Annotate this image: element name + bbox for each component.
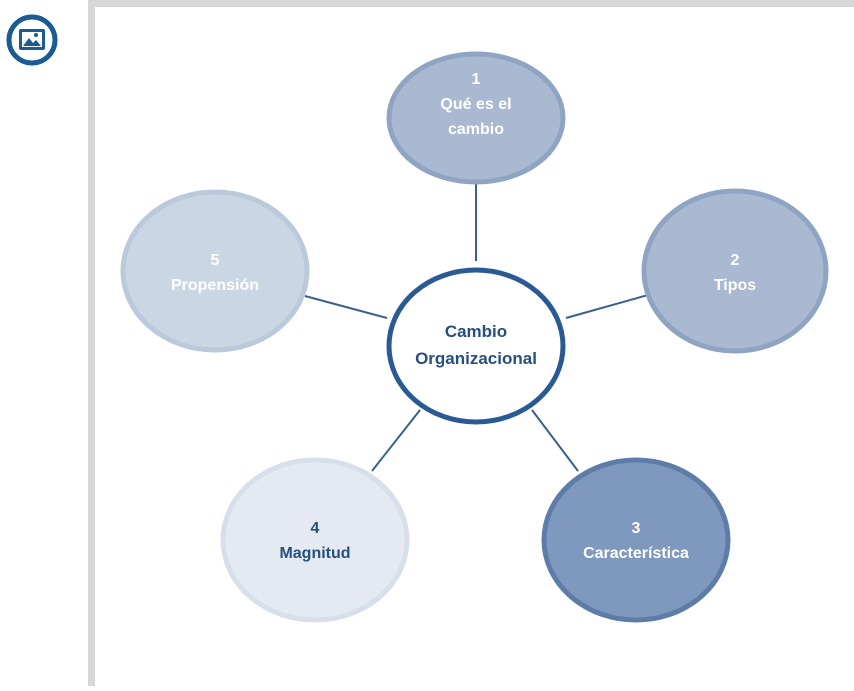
center-label-line1: Cambio: [445, 322, 507, 341]
node-2-number: 2: [731, 252, 740, 269]
center-node: Cambio Organizacional: [386, 267, 566, 425]
image-icon: [5, 13, 59, 67]
connectors: [304, 182, 649, 472]
node-1-label-line1: Qué es el: [440, 96, 511, 113]
node-5-label: Propensión: [171, 277, 259, 294]
node-5: 5 Propensión: [120, 189, 310, 353]
node-3-label: Característica: [583, 545, 689, 562]
node-1-number: 1: [472, 71, 481, 88]
node-2: 2 Tipos: [641, 188, 829, 354]
node-1: 1 Qué es el cambio: [386, 51, 566, 185]
node-3-number: 3: [632, 520, 641, 537]
node-4-number: 4: [311, 520, 320, 537]
node-4-label: Magnitud: [279, 545, 350, 562]
node-4: 4 Magnitud: [220, 457, 410, 623]
node-1-label-line2: cambio: [448, 121, 504, 138]
node-3: 3 Característica: [541, 457, 731, 623]
center-label-line2: Organizacional: [415, 349, 537, 368]
node-2-label: Tipos: [714, 277, 756, 294]
node-5-number: 5: [211, 252, 220, 269]
